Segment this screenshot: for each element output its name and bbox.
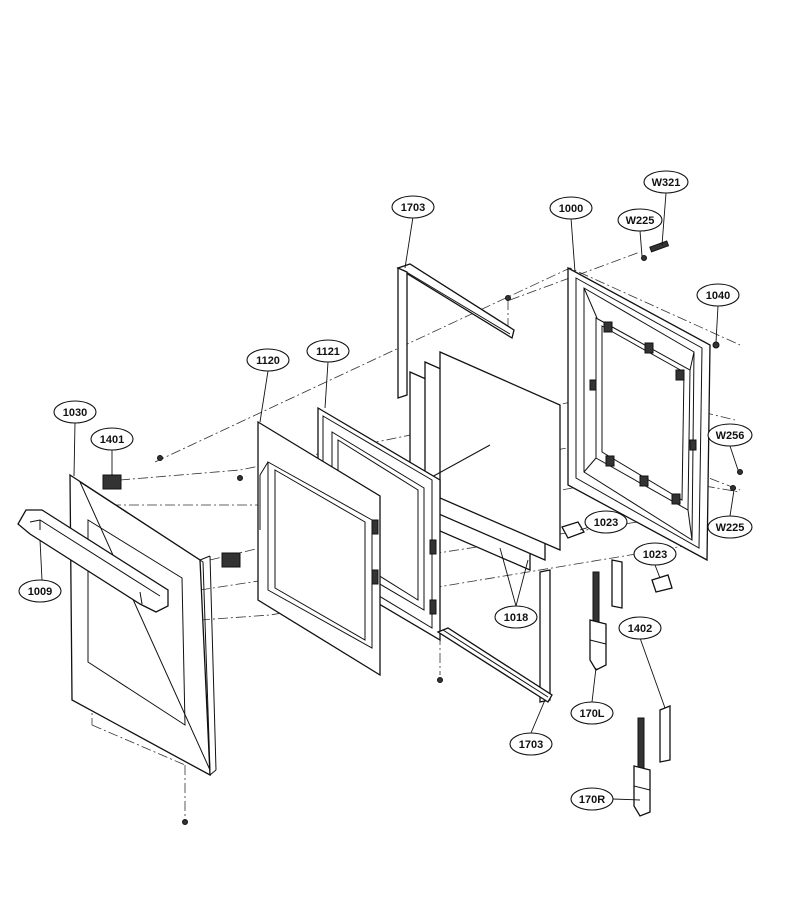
svg-text:1402: 1402 (628, 623, 652, 635)
leader-lines (39, 192, 739, 801)
svg-text:1040: 1040 (706, 290, 730, 302)
svg-text:1120: 1120 (256, 355, 280, 367)
part-1401-hinge (102, 474, 241, 568)
part-1703-bottom-strip (436, 569, 553, 703)
part-1030-outer-door (69, 473, 217, 777)
callout-1030: 1030 (53, 400, 97, 424)
callout-1120: 1120 (246, 348, 290, 372)
svg-text:1401: 1401 (100, 434, 124, 446)
part-170L-hinge (589, 571, 607, 671)
svg-text:1030: 1030 (63, 407, 87, 419)
callout-1000: 1000 (549, 196, 593, 220)
svg-text:W321: W321 (652, 177, 681, 189)
callout-W225-right: W225 (707, 515, 753, 539)
callout-1009: 1009 (18, 579, 62, 603)
svg-text:1703: 1703 (401, 202, 425, 214)
svg-text:1018: 1018 (504, 612, 528, 624)
part-1023-brackets (561, 521, 673, 593)
svg-text:1121: 1121 (316, 346, 340, 358)
svg-text:W256: W256 (716, 430, 745, 442)
callout-1018: 1018 (494, 605, 538, 629)
callout-1401: 1401 (90, 427, 134, 451)
svg-text:1703: 1703 (519, 739, 543, 751)
svg-text:1023: 1023 (643, 549, 667, 561)
svg-text:1023: 1023 (594, 517, 618, 529)
svg-text:1000: 1000 (559, 203, 583, 215)
callout-170R: 170R (570, 787, 614, 811)
part-1703-top-strip (396, 263, 515, 399)
svg-text:W225: W225 (716, 522, 745, 534)
screws (157, 240, 743, 825)
callout-W256: W256 (707, 423, 753, 447)
callout-170L: 170L (570, 701, 614, 725)
callout-1023-a: 1023 (584, 510, 628, 534)
callout-1040: 1040 (696, 283, 740, 307)
svg-text:170R: 170R (579, 794, 605, 806)
part-1402-cover (611, 559, 671, 763)
svg-text:170L: 170L (579, 708, 604, 720)
callout-1023-b: 1023 (633, 542, 677, 566)
part-1000-door-liner (567, 266, 720, 562)
svg-text:W225: W225 (626, 215, 655, 227)
callout-1703-bottom: 1703 (509, 732, 553, 756)
callout-1402: 1402 (618, 616, 662, 640)
callout-1703-top: 1703 (391, 195, 435, 219)
part-170R-hinge (633, 717, 651, 817)
part-1009-handle (17, 509, 169, 613)
callout-W321: W321 (643, 170, 689, 194)
callout-1121: 1121 (306, 339, 350, 363)
part-1120-frame (257, 420, 381, 677)
part-1018-glass (409, 351, 561, 571)
callout-W225-top: W225 (617, 208, 663, 232)
svg-text:1009: 1009 (28, 586, 52, 598)
